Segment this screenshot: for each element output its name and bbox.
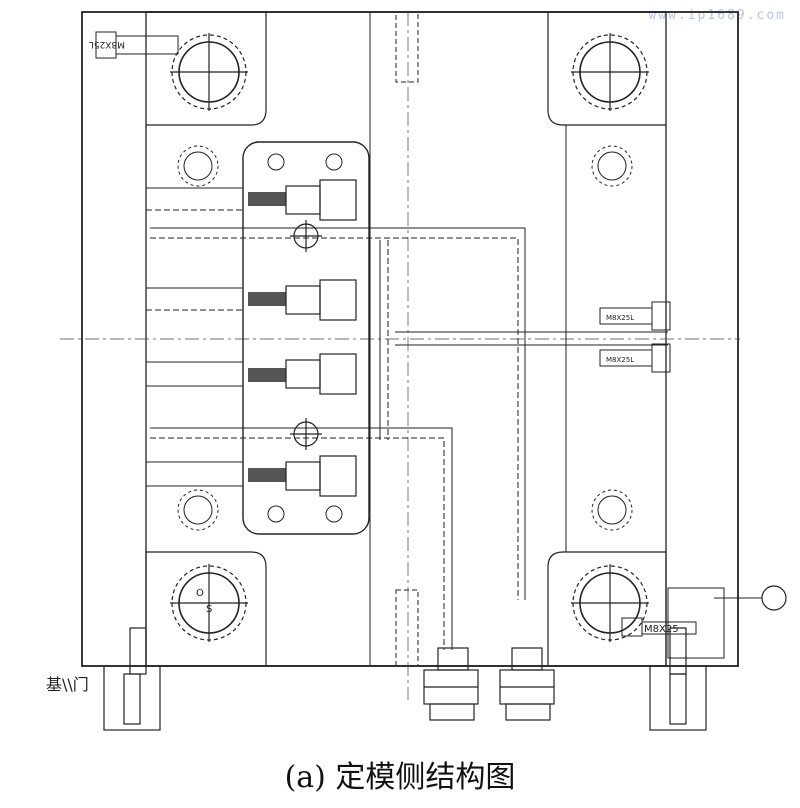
base-label: 基\\门 (46, 675, 89, 694)
ejector-pins (395, 11, 419, 667)
right-label-box (667, 587, 725, 659)
svg-text:M8X25L: M8X25L (89, 39, 125, 49)
guide-label-s: S (206, 604, 212, 615)
bottom-right-bolt (649, 627, 707, 731)
svg-text:M8X25: M8X25 (644, 624, 679, 635)
nozzle-1 (248, 179, 357, 221)
nozzle-3 (248, 353, 357, 395)
nozzle-4 (248, 455, 357, 497)
guide-pillar-bottom-right (571, 564, 649, 642)
left-side-slots (146, 187, 243, 487)
center-lines (60, 12, 740, 700)
corner-block-top-right (547, 11, 666, 126)
figure-caption: (a) 定模侧结构图 (284, 760, 516, 795)
svg-text:M8X25L: M8X25L (606, 314, 634, 322)
guide-label-o: O (196, 588, 204, 599)
screw-holes (177, 145, 633, 531)
screw-right-lower: M8X25 (621, 617, 697, 637)
screw-right-upper: M8X25L (599, 301, 671, 331)
screw-top-left: M8X25L (89, 31, 179, 59)
corner-block-bottom-left (145, 551, 267, 666)
bottom-nut-right (499, 647, 555, 721)
corner-block-bottom-right (547, 551, 667, 666)
nozzle-2 (248, 279, 357, 321)
bottom-nut-left (423, 647, 479, 721)
corner-block-top-left (146, 11, 267, 126)
callout-circle (761, 585, 787, 611)
runner-channels (150, 227, 668, 650)
insert-block (242, 141, 370, 535)
guide-pillar-bottom-left (170, 564, 248, 642)
screw-right-middle: M8X25L (599, 343, 671, 373)
junction-marks (290, 220, 322, 450)
guide-pillar-top-right (571, 33, 649, 111)
guide-pillar-top-left (170, 33, 248, 111)
nozzle-group (248, 179, 357, 497)
svg-text:M8X25L: M8X25L (606, 356, 634, 364)
bottom-left-bolt (103, 627, 161, 731)
